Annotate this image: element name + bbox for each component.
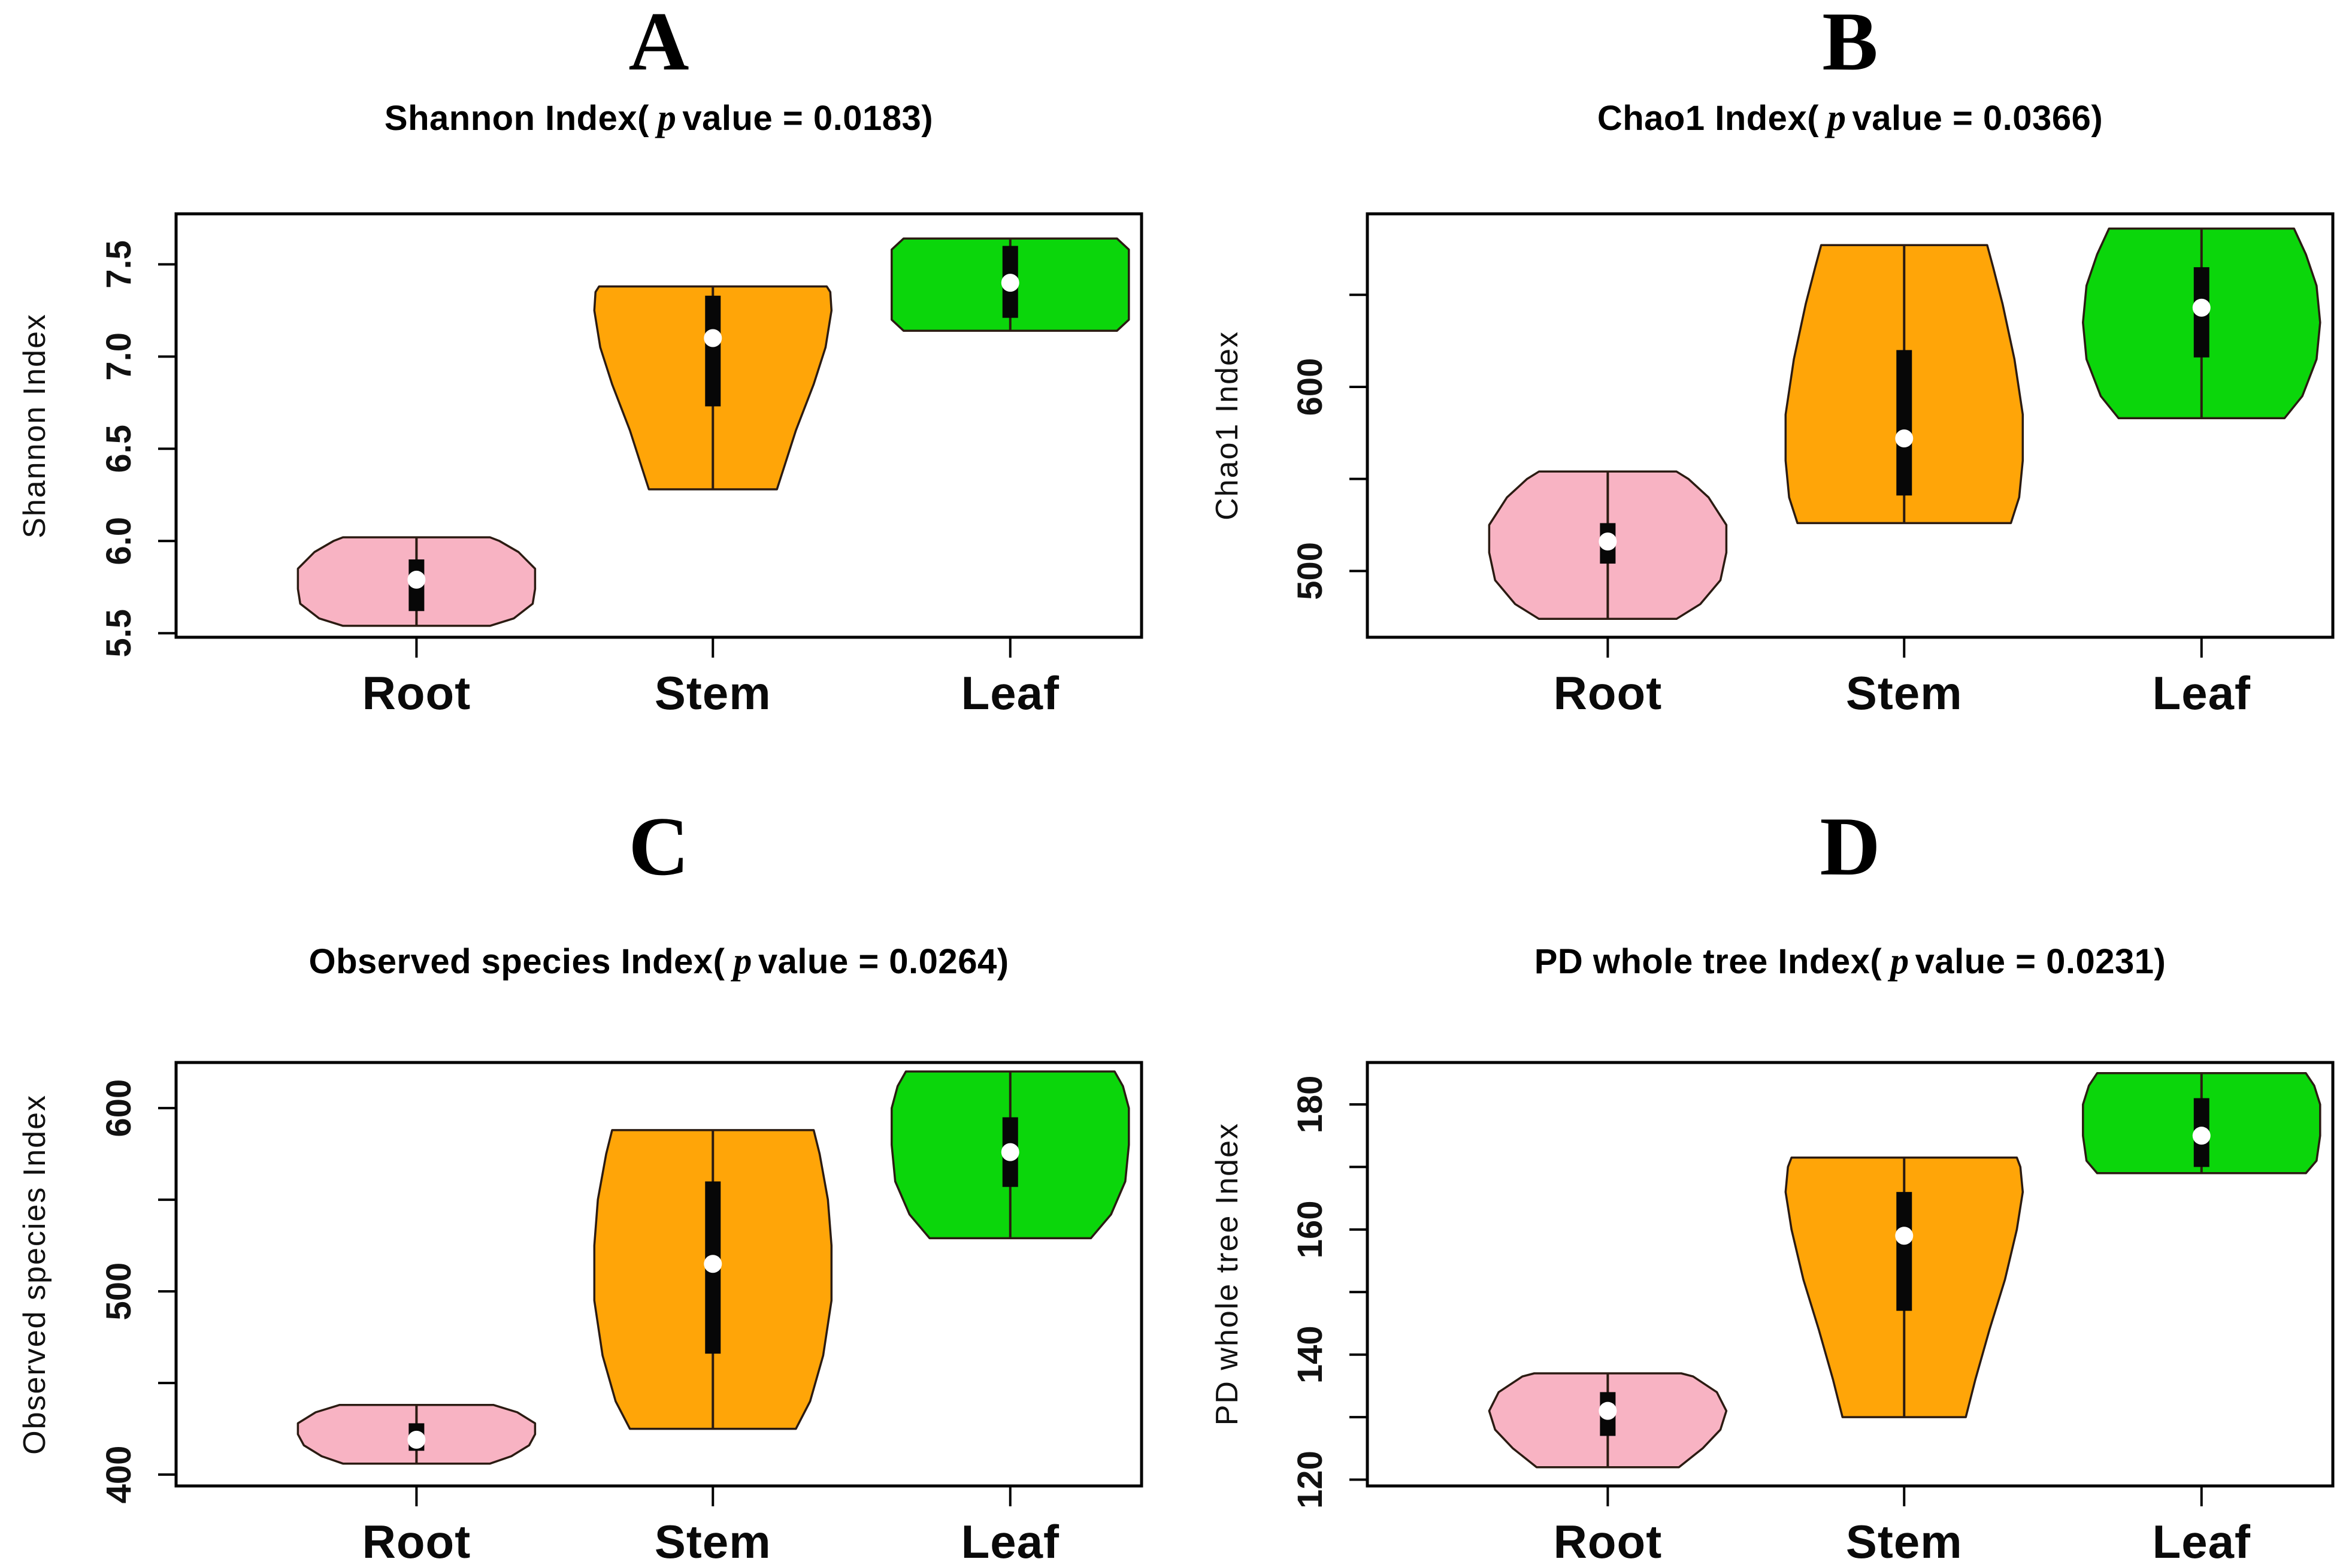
median-dot-root [1599, 1401, 1617, 1420]
median-dot-leaf [1001, 1143, 1019, 1161]
median-dot-stem [704, 329, 722, 347]
median-dot-leaf [2192, 298, 2211, 317]
plot-box [174, 212, 1143, 639]
title-p-italic: p [657, 98, 677, 138]
title-suffix: value = 0.0231) [1915, 942, 2166, 981]
y-tick-label: 140 [1291, 1325, 1330, 1384]
title-suffix: value = 0.0366) [1852, 99, 2103, 138]
title-p-italic: p [1890, 941, 1909, 982]
y-tick-label: 600 [1291, 358, 1330, 416]
panel-letter: B [1822, 0, 1878, 88]
y-tick-label: 6.5 [99, 425, 138, 473]
x-category-label-stem: Stem [1846, 1515, 1963, 1568]
y-tick-label: 180 [1291, 1076, 1330, 1134]
title-suffix: value = 0.0183) [682, 99, 934, 138]
median-dot-leaf [1001, 274, 1019, 292]
y-tick-label: 120 [1291, 1451, 1330, 1509]
title-prefix: Shannon Index( [384, 99, 649, 138]
median-dot-stem [704, 1255, 722, 1273]
median-dot-stem [1895, 1227, 1914, 1245]
title-prefix: PD whole tree Index( [1534, 942, 1882, 981]
iqr-box-stem [1896, 1192, 1912, 1311]
plot-box [174, 1061, 1143, 1488]
y-tick-label: 160 [1291, 1200, 1330, 1258]
y-tick-label: 500 [99, 1263, 138, 1321]
x-category-label-root: Root [1554, 667, 1663, 719]
median-dot-leaf [2192, 1127, 2211, 1145]
plot-box [1366, 1061, 2335, 1488]
median-dot-stem [1895, 429, 1914, 448]
title-p-italic: p [1827, 98, 1847, 138]
plot-box [1366, 212, 2335, 639]
y-tick-label: 5.5 [99, 609, 138, 658]
x-category-label-leaf: Leaf [2153, 667, 2251, 719]
x-category-label-root: Root [362, 667, 471, 719]
panel-letter: D [1820, 800, 1881, 893]
x-category-label-stem: Stem [655, 1515, 771, 1568]
x-category-label-stem: Stem [655, 667, 771, 719]
y-tick-label: 6.0 [99, 517, 138, 565]
iqr-box-stem [705, 295, 721, 407]
median-dot-root [1599, 532, 1617, 551]
y-tick-label: 400 [99, 1446, 138, 1504]
x-category-label-leaf: Leaf [961, 667, 1060, 719]
title-suffix: value = 0.0264) [758, 942, 1009, 981]
x-category-label-root: Root [1554, 1515, 1663, 1568]
x-category-label-leaf: Leaf [961, 1515, 1060, 1568]
y-tick-label: 7.0 [99, 332, 138, 381]
title-prefix: Observed species Index( [308, 942, 725, 981]
y-tick-label: 500 [1291, 542, 1330, 600]
y-tick-label: 7.5 [99, 240, 138, 289]
title-prefix: Chao1 Index( [1597, 99, 1820, 138]
title-p-italic: p [733, 941, 752, 982]
panel-letter: C [628, 800, 689, 893]
x-category-label-root: Root [362, 1515, 471, 1568]
panel-letter: A [628, 0, 689, 88]
x-category-label-leaf: Leaf [2153, 1515, 2251, 1568]
y-tick-label: 600 [99, 1079, 138, 1137]
iqr-box-stem [1896, 350, 1912, 496]
median-dot-root [407, 1430, 426, 1449]
x-category-label-stem: Stem [1846, 667, 1963, 719]
median-dot-root [407, 570, 426, 589]
